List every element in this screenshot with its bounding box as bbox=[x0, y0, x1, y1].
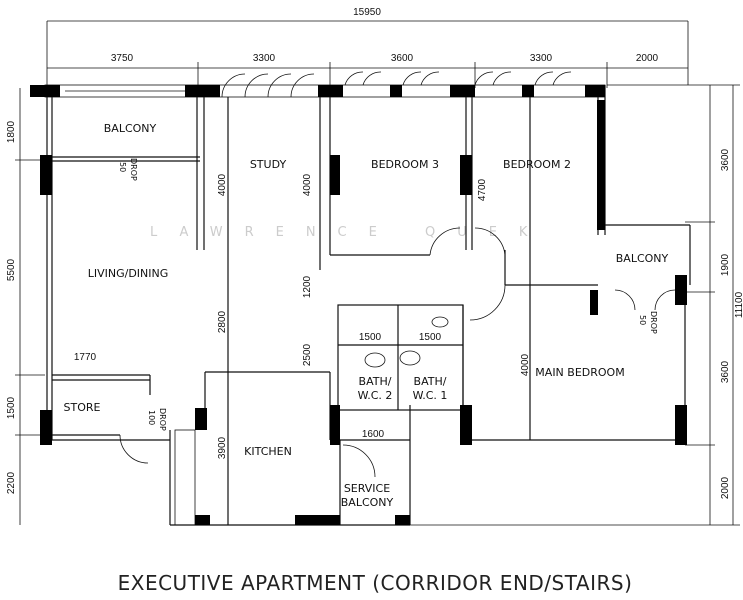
dim-total-width: 15950 bbox=[353, 7, 381, 18]
dim-top-3: 3600 bbox=[391, 53, 414, 64]
drop-1-value: 50 bbox=[118, 162, 127, 172]
dim-study-right: 4000 bbox=[302, 173, 313, 196]
dim-study-left: 4000 bbox=[217, 173, 228, 196]
dim-top-1: 3750 bbox=[111, 53, 134, 64]
dim-right-2: 1900 bbox=[720, 253, 731, 276]
room-service-balcony-line1: SERVICE bbox=[344, 482, 390, 495]
dim-kitchen: 3900 bbox=[217, 436, 228, 459]
drop-labels: 50 DROP 50 DROP 100 DROP bbox=[118, 158, 658, 431]
plan-title: EXECUTIVE APARTMENT (CORRIDOR END/STAIRS… bbox=[118, 571, 633, 595]
room-kitchen: KITCHEN bbox=[244, 445, 292, 458]
room-bedroom-2: BEDROOM 2 bbox=[503, 158, 571, 171]
right-dimensions: 3600 1900 3600 2000 11100 bbox=[405, 84, 743, 526]
dim-2500: 2500 bbox=[302, 343, 313, 366]
dim-bath1: 1500 bbox=[419, 332, 442, 343]
dim-bath2: 1500 bbox=[359, 332, 382, 343]
dim-left-1: 1800 bbox=[6, 120, 17, 143]
room-balcony-left: BALCONY bbox=[104, 122, 157, 135]
left-dimensions: 1800 5500 1500 2200 bbox=[6, 88, 45, 525]
room-labels: BALCONY STUDY BEDROOM 3 BEDROOM 2 BALCON… bbox=[64, 122, 669, 509]
dim-store: 1770 bbox=[74, 352, 97, 363]
room-balcony-right: BALCONY bbox=[616, 252, 669, 265]
dim-main-bedroom: 4000 bbox=[520, 353, 531, 376]
drop-2-value: 50 bbox=[638, 315, 647, 325]
drop-3-label: DROP bbox=[158, 408, 167, 431]
top-dimensions: 15950 3750 3300 3600 3300 2000 bbox=[46, 7, 689, 110]
room-bath-wc1-line2: W.C. 1 bbox=[413, 389, 448, 402]
watermark: LAWRENCE QUEK bbox=[150, 225, 549, 240]
room-study: STUDY bbox=[250, 158, 287, 171]
room-bath-wc2-line1: BATH/ bbox=[359, 375, 392, 388]
drop-2-label: DROP bbox=[649, 311, 658, 334]
dim-service: 1600 bbox=[362, 429, 385, 440]
room-store: STORE bbox=[64, 401, 101, 414]
room-living-dining: LIVING/DINING bbox=[88, 267, 169, 280]
dim-corridor: 1200 bbox=[302, 275, 313, 298]
dim-living-2800: 2800 bbox=[217, 310, 228, 333]
room-service-balcony-line2: BALCONY bbox=[341, 496, 394, 509]
drop-3-value: 100 bbox=[147, 410, 156, 425]
dim-right-1: 3600 bbox=[720, 148, 731, 171]
dim-left-2: 5500 bbox=[6, 258, 17, 281]
dim-left-4: 2200 bbox=[6, 471, 17, 494]
room-bedroom-3: BEDROOM 3 bbox=[371, 158, 439, 171]
drop-1-label: DROP bbox=[129, 158, 138, 181]
dim-top-5: 2000 bbox=[636, 53, 659, 64]
room-bath-wc2-line2: W.C. 2 bbox=[358, 389, 393, 402]
dim-right-3: 3600 bbox=[720, 360, 731, 383]
dim-bedroom2: 4700 bbox=[477, 178, 488, 201]
dim-top-2: 3300 bbox=[253, 53, 276, 64]
interior-dimensions: 4000 4000 4700 1200 2800 2500 4000 3900 … bbox=[74, 173, 531, 459]
dim-right-4: 2000 bbox=[720, 476, 731, 499]
room-bath-wc1-line1: BATH/ bbox=[414, 375, 447, 388]
dim-top-4: 3300 bbox=[530, 53, 553, 64]
dim-right-total: 11100 bbox=[734, 291, 743, 318]
room-main-bedroom: MAIN BEDROOM bbox=[535, 366, 624, 379]
walls bbox=[30, 71, 691, 526]
dim-left-3: 1500 bbox=[6, 396, 17, 419]
